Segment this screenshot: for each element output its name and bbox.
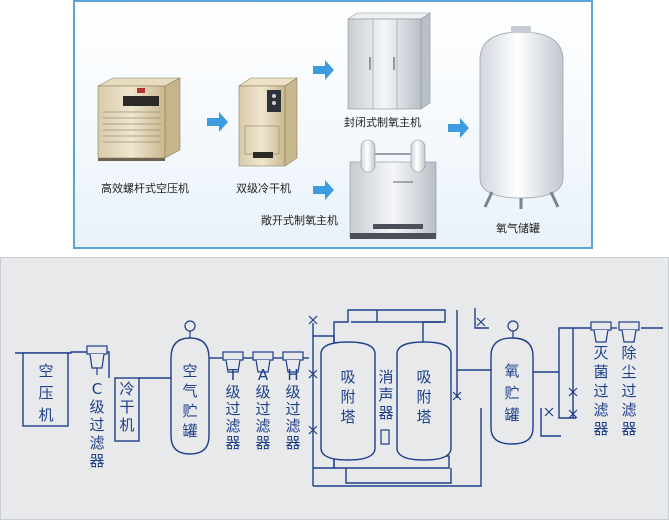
flow-arrow-icon [207, 112, 228, 132]
muffler-label: 消声器 [378, 368, 393, 422]
oxygen-tank-vessel [490, 337, 534, 445]
adsorption-tower-1-label: 吸附塔 [340, 368, 355, 426]
muffler-box [380, 429, 390, 445]
flow-arrow-icon [448, 118, 469, 138]
flow-arrow-icon [313, 60, 334, 80]
closed-oxygen-host-image [347, 12, 431, 110]
sterile-filter-icon [590, 321, 612, 343]
tank-label: 氧气储罐 [496, 222, 540, 235]
air-compressor-label: 空压机 [38, 362, 53, 424]
equipment-illustration [97, 12, 564, 239]
cold-dryer-label: 冷干机 [119, 380, 134, 434]
valve-icons [308, 315, 578, 435]
adsorption-tower-2-label: 吸附塔 [416, 368, 431, 426]
flow-arrow-icon [313, 180, 334, 200]
dust-filter-label: 除尘过滤器 [621, 344, 636, 438]
screw-compressor-image [97, 77, 181, 161]
open-host-label: 敞开式制氧主机 [261, 214, 338, 227]
oxygen-storage-tank-image [479, 26, 564, 209]
open-oxygen-host-image [349, 139, 437, 239]
t-filter-icon [222, 351, 244, 373]
pressure-gauge-icon [507, 320, 519, 332]
pressure-gauge-icon [184, 320, 196, 332]
adsorption-tower-1-vessel [320, 341, 376, 461]
a-filter-icon [252, 351, 274, 373]
cold-dryer-box [114, 377, 140, 442]
refrigerated-dryer-image [238, 77, 298, 167]
air-tank-vessel [170, 337, 210, 455]
h-filter-icon [282, 351, 304, 373]
c-filter-icon [86, 345, 108, 375]
air-tank-label: 空气贮罐 [182, 362, 197, 440]
oxygen-tank-label: 氧贮罐 [504, 362, 519, 424]
equipment-overview-panel: 高效螺杆式空压机 双级冷干机 封闭式制氧主机 敞开式制氧主机 氧气储罐 [73, 0, 593, 249]
air-compressor-box [22, 352, 69, 427]
dust-filter-icon [618, 321, 640, 343]
closed-host-label: 封闭式制氧主机 [344, 116, 421, 129]
adsorption-tower-2-vessel [396, 341, 452, 461]
dryer-label: 双级冷干机 [236, 182, 291, 195]
sterile-filter-label: 灭菌过滤器 [593, 344, 608, 438]
compressor-label: 高效螺杆式空压机 [101, 182, 189, 195]
